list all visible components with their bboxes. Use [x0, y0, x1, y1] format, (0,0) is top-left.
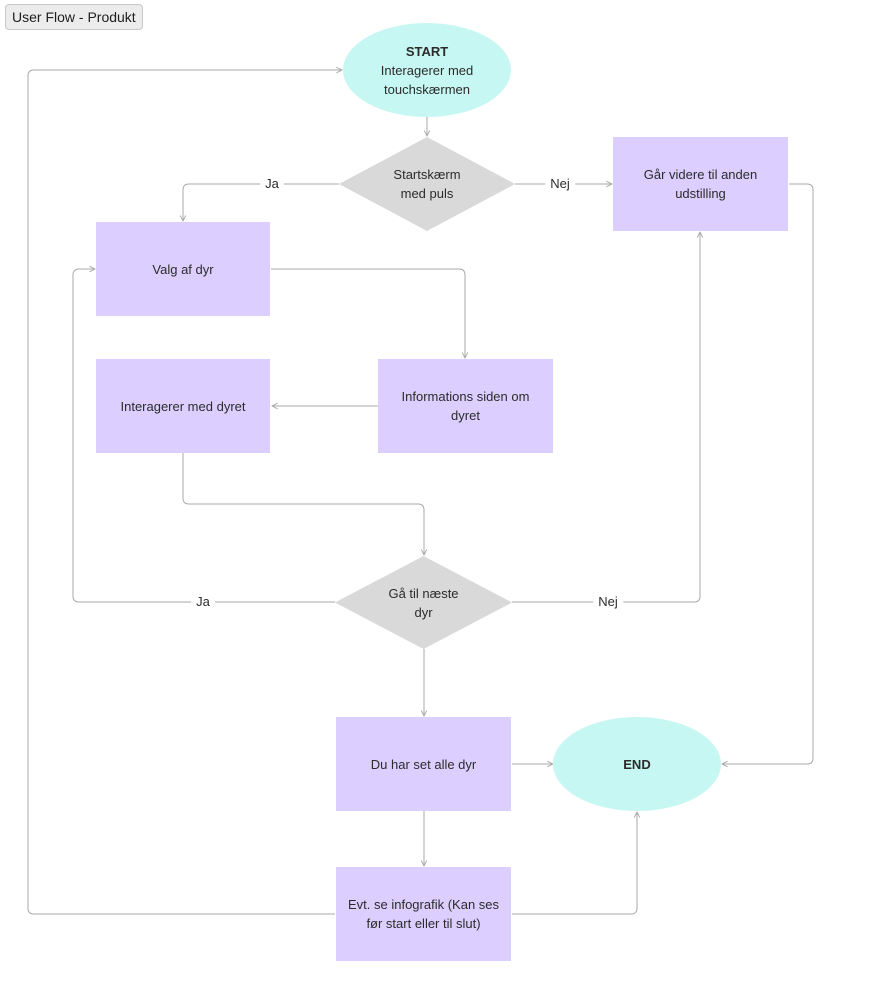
next-animal-decision-label: Gå til næste dyr [388, 585, 459, 620]
start-node-label: Interagerer med touchskærmen [380, 62, 474, 97]
next-animal-decision-shape [335, 556, 512, 649]
next-animal-decision[interactable]: Gå til næste dyr [335, 556, 512, 649]
edge-startscreen-yes [183, 183, 339, 221]
startscreen-decision-shape [339, 137, 515, 231]
startscreen-decision[interactable]: Startskærm med puls [339, 137, 515, 231]
infographic-label: Evt. se infografik (Kan ses før start el… [348, 897, 500, 931]
edge-choose-to-info [271, 268, 465, 358]
info-page-node[interactable]: Informations siden om dyret [378, 359, 553, 453]
start-node[interactable]: START Interagerer med touchskærmen [343, 23, 511, 117]
seen-all-node[interactable]: Du har set alle dyr [336, 717, 511, 811]
end-node[interactable]: END [553, 717, 721, 811]
interact-animal-label: Interagerer med dyret [120, 398, 246, 414]
edge-label-start-yes: Ja [260, 176, 284, 192]
interact-animal-node[interactable]: Interagerer med dyret [96, 359, 270, 453]
info-page-label: Informations siden om dyret [401, 389, 530, 423]
edge-go-other-to-end [722, 183, 814, 764]
choose-animal-label: Valg af dyr [152, 261, 214, 277]
edge-interact-to-next [182, 453, 424, 555]
choose-animal-node[interactable]: Valg af dyr [96, 222, 270, 316]
edge-label-next-yes: Ja [191, 594, 215, 610]
edge-next-yes [72, 269, 335, 603]
go-other-exhibit-label: Går videre til anden udstilling [643, 167, 758, 201]
startscreen-decision-label: Startskærm med puls [393, 167, 461, 201]
seen-all-label: Du har set alle dyr [370, 756, 477, 772]
start-node-title: START [405, 43, 449, 59]
go-other-exhibit-node[interactable]: Går videre til anden udstilling [613, 137, 788, 231]
diagram-title: User Flow - Produkt [5, 4, 143, 30]
end-node-label: END [623, 756, 651, 772]
infographic-node[interactable]: Evt. se infografik (Kan ses før start el… [336, 867, 511, 961]
edge-label-start-no: Nej [545, 176, 575, 192]
edge-infographic-to-start [27, 70, 342, 915]
edge-label-next-no: Nej [593, 594, 623, 610]
edge-next-no [512, 232, 700, 603]
edge-infographic-to-end [512, 812, 637, 915]
